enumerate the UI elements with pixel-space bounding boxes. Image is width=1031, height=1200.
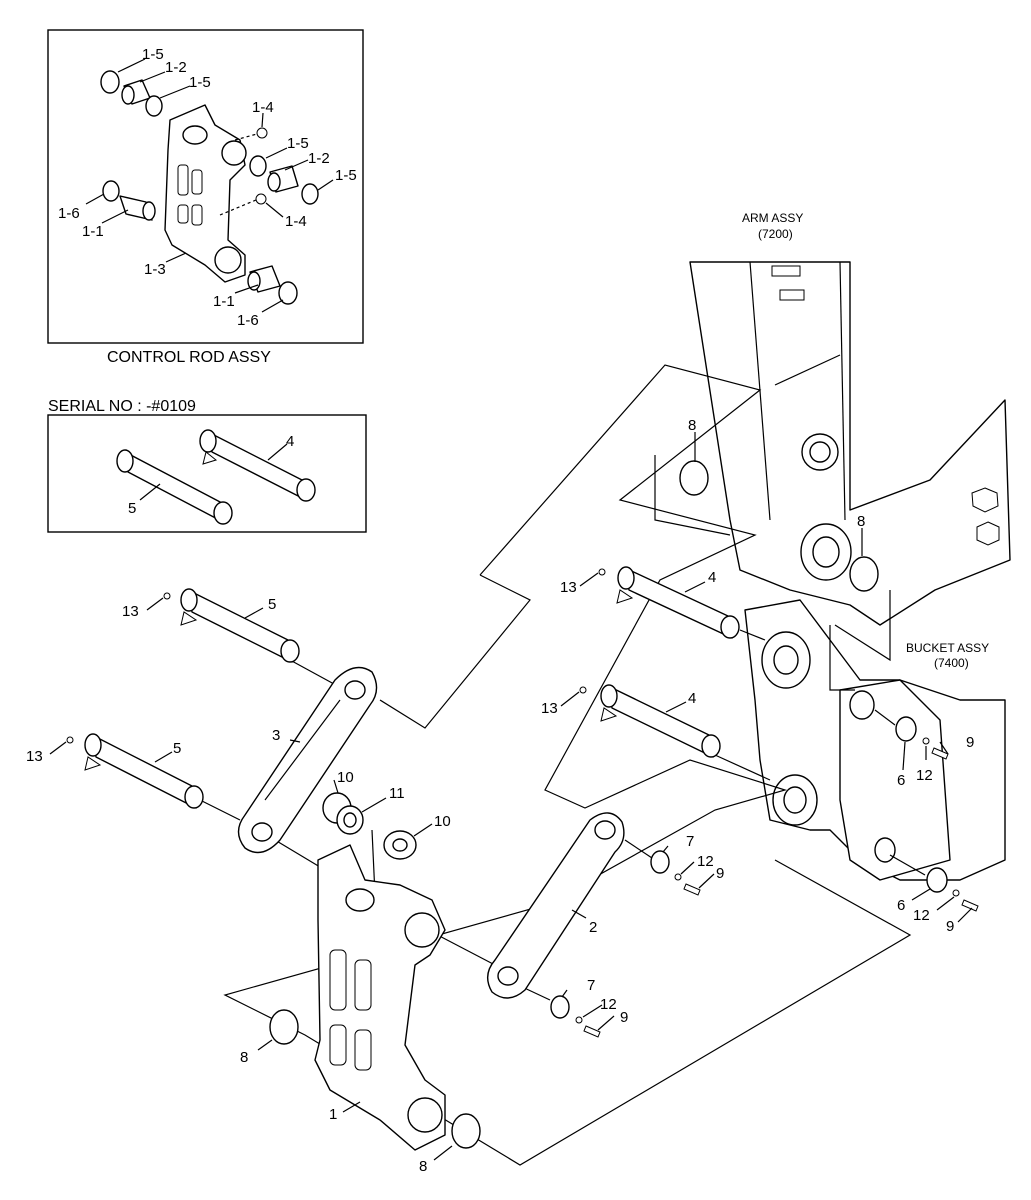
label-3: 3 <box>272 727 280 744</box>
label-13-d: 13 <box>26 748 43 765</box>
pin-4-inset <box>199 429 316 502</box>
label-1-1-a: 1-1 <box>82 223 104 240</box>
bushing-1-1-left <box>102 180 156 221</box>
label-1-2-b: 1-2 <box>308 150 330 167</box>
bushing-1-2-right <box>249 155 319 205</box>
link-3 <box>237 666 378 854</box>
bushing-1-2-top <box>100 70 163 117</box>
label-1: 1 <box>329 1106 337 1123</box>
grease-fittings-1-4 <box>219 127 268 216</box>
label-1-5-c: 1-5 <box>287 135 309 152</box>
label-4-b: 4 <box>688 690 696 707</box>
serial-no-title: SERIAL NO : -#0109 <box>48 398 196 415</box>
pin-4-upper <box>598 566 740 639</box>
label-13-a: 13 <box>560 579 577 596</box>
label-9-d: 9 <box>620 1009 628 1026</box>
label-1-1-b: 1-1 <box>213 293 235 310</box>
control-rod-inset-frame <box>47 29 364 344</box>
label-13-c: 13 <box>122 603 139 620</box>
label-5-b: 5 <box>173 740 181 757</box>
label-9-b: 9 <box>716 865 724 882</box>
control-rod-inset: 1-5 1-2 1-5 1-4 1-5 1-2 1-5 1-6 1-1 1-4 … <box>47 29 364 344</box>
label-4-a: 4 <box>708 569 716 586</box>
label-5-a: 5 <box>268 596 276 613</box>
bucket-assembly <box>744 599 1006 881</box>
label-1-6-b: 1-6 <box>237 312 259 329</box>
snap-rings-8 <box>269 460 879 1149</box>
label-6-a: 6 <box>897 772 905 789</box>
label-10-b: 10 <box>434 813 451 830</box>
arm-assy-code: (7200) <box>758 227 793 241</box>
label-1-4-b: 1-4 <box>285 213 307 230</box>
bucket-assy-name: BUCKET ASSY <box>906 641 989 655</box>
control-rod-leaders <box>85 58 334 313</box>
pin-5-inset <box>116 449 233 525</box>
label-8-top: 8 <box>688 417 696 434</box>
label-1-2-a: 1-2 <box>165 59 187 76</box>
label-1-5-a: 1-5 <box>142 46 164 63</box>
arm-assy-name: ARM ASSY <box>742 211 803 225</box>
pin-5-upper <box>163 588 300 663</box>
control-rod-small <box>164 104 247 283</box>
plates-and-bolts <box>550 716 979 1038</box>
label-1-6-a: 1-6 <box>58 205 80 222</box>
serial-inset-frame <box>47 414 367 533</box>
label-11: 11 <box>389 785 405 802</box>
label-8-left: 8 <box>240 1049 248 1066</box>
label-8-right: 8 <box>857 513 865 530</box>
main-leaders <box>49 432 973 1161</box>
label-12-c: 12 <box>913 907 930 924</box>
label-1-5-b: 1-5 <box>189 74 211 91</box>
pin-4-lower <box>579 684 721 758</box>
label-1-4-a: 1-4 <box>252 99 274 116</box>
label-13-b: 13 <box>541 700 558 717</box>
label-1-3: 1-3 <box>144 261 166 278</box>
label-6-b: 6 <box>897 897 905 914</box>
label-9-a: 9 <box>966 734 974 751</box>
bushing-1-1-right <box>247 265 298 305</box>
label-10-a: 10 <box>337 769 354 786</box>
link-2 <box>487 812 625 999</box>
serial-label-4: 4 <box>286 433 294 450</box>
bucket-assy-code: (7400) <box>934 656 969 670</box>
label-7-b: 7 <box>587 977 595 994</box>
control-rod-1 <box>314 844 446 1151</box>
label-12-b: 12 <box>697 853 714 870</box>
label-12-a: 12 <box>916 767 933 784</box>
label-7-a: 7 <box>686 833 694 850</box>
control-rod-caption: CONTROL ROD ASSY <box>107 349 271 366</box>
pin-5-lower <box>66 733 204 809</box>
label-2: 2 <box>589 919 597 936</box>
serial-label-5: 5 <box>128 500 136 517</box>
label-12-d: 12 <box>600 996 617 1013</box>
washers-10-11 <box>322 792 417 860</box>
label-8-bottom: 8 <box>419 1158 427 1175</box>
label-1-5-d: 1-5 <box>335 167 357 184</box>
label-9-c: 9 <box>946 918 954 935</box>
arm-assembly <box>689 261 1011 626</box>
serial-inset: 4 5 <box>47 414 367 533</box>
